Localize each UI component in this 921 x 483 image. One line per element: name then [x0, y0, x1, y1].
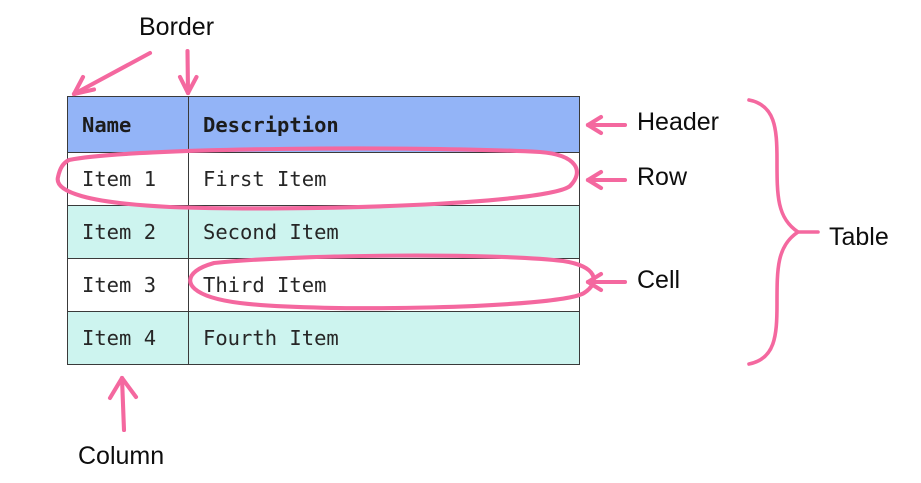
- annotation-label-cell: Cell: [637, 266, 681, 294]
- annotation-label-table: Table: [829, 223, 889, 251]
- annotation-label-header: Header: [637, 108, 719, 136]
- anatomy-table: Name Description Item 1 First Item Item …: [67, 96, 580, 365]
- column-arrow: [107, 375, 139, 433]
- cell-name: Item 1: [67, 152, 189, 206]
- table-row: Item 3 Third Item: [67, 258, 580, 312]
- cell-name: Item 4: [67, 311, 189, 365]
- table-header: Name Description: [67, 96, 580, 153]
- table-row: Item 4 Fourth Item: [67, 311, 580, 365]
- cell-description: Third Item: [188, 258, 580, 312]
- table-row: Item 1 First Item: [67, 152, 580, 206]
- cell-description: First Item: [188, 152, 580, 206]
- column-header-description: Description: [188, 96, 580, 153]
- border-arrow-divider: [177, 48, 199, 96]
- cell-description: Second Item: [188, 205, 580, 259]
- table-container: Name Description Item 1 First Item Item …: [67, 96, 580, 365]
- annotation-label-row: Row: [637, 163, 688, 191]
- annotation-label-border: Border: [139, 13, 215, 41]
- cell-arrow: [585, 271, 628, 293]
- header-row: Name Description: [67, 96, 580, 153]
- border-arrow-corner: [71, 50, 153, 97]
- annotation-label-column: Column: [78, 442, 165, 470]
- cell-name: Item 3: [67, 258, 189, 312]
- cell-name: Item 2: [67, 205, 189, 259]
- header-arrow: [585, 114, 628, 136]
- table-row: Item 2 Second Item: [67, 205, 580, 259]
- row-arrow: [585, 169, 628, 191]
- table-brace: [747, 98, 820, 366]
- cell-description: Fourth Item: [188, 311, 580, 365]
- column-header-name: Name: [67, 96, 189, 153]
- table-body: Item 1 First Item Item 2 Second Item Ite…: [67, 152, 580, 365]
